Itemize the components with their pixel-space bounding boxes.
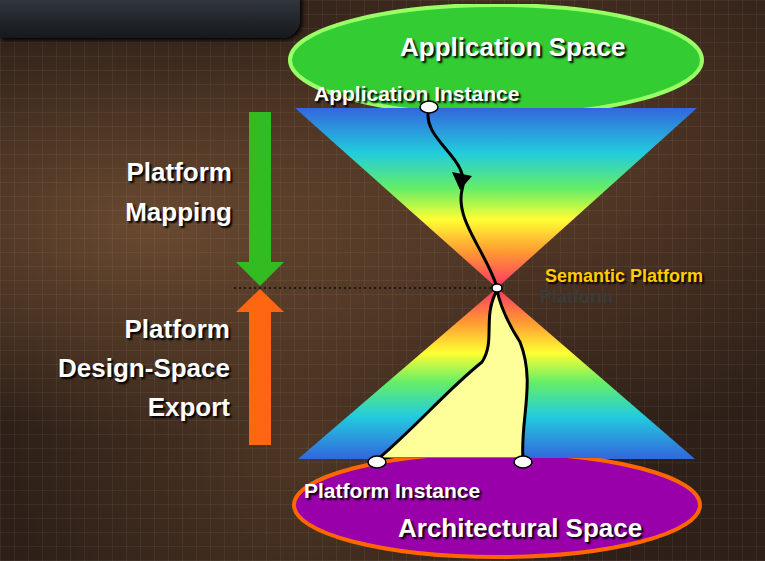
lower-cone (298, 288, 695, 459)
platform-shadow-label: Platform (540, 287, 613, 308)
architectural-space-ellipse: Platform InstanceArchitectural Space (290, 458, 704, 561)
title-bar (0, 0, 300, 38)
platform-label: Semantic Platform (545, 266, 703, 287)
export-arrow (249, 312, 271, 445)
instance-dot (514, 456, 532, 468)
upper-cone (295, 108, 697, 288)
instance-dot (420, 101, 438, 113)
mapping-arrowhead (236, 262, 284, 286)
application-space-ellipse: Application SpaceApplication Instance (288, 4, 704, 108)
space-label: Application Space (400, 32, 625, 63)
space-label: Application Instance (314, 82, 519, 106)
mapping-arrow (249, 112, 271, 262)
dotted-line (234, 287, 492, 289)
path-arrowhead (452, 172, 472, 190)
platform-dot (492, 284, 502, 292)
process-label: Platform Design-Space Export (45, 310, 230, 427)
space-label: Platform Instance (304, 479, 480, 503)
design-space-region (378, 290, 527, 459)
space-label: Architectural Space (398, 513, 642, 544)
export-arrowhead (236, 289, 284, 312)
process-label: Platform Mapping (82, 152, 232, 232)
instance-dot (368, 456, 386, 468)
ellipse-outline (290, 458, 704, 561)
mapping-path (428, 108, 497, 287)
